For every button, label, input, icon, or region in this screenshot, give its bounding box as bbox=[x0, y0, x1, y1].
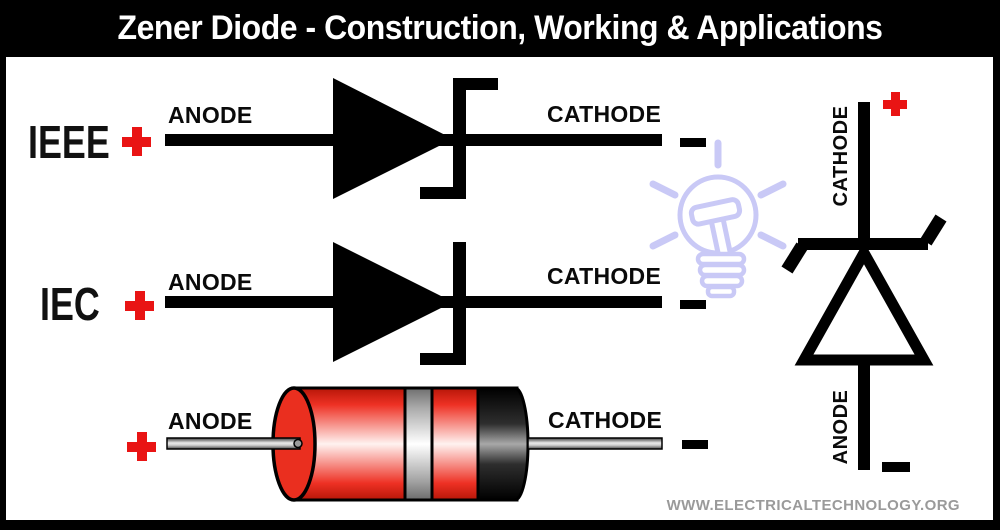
diode-cathode-band bbox=[476, 386, 530, 502]
iec-standard-label: IEC bbox=[40, 278, 100, 330]
vertical-minus-icon bbox=[882, 462, 910, 472]
diode-wire-tip bbox=[293, 438, 303, 449]
iec-triangle bbox=[333, 242, 453, 362]
page-title: Zener Diode - Construction, Working & Ap… bbox=[117, 9, 883, 47]
vertical-bar-left-wing bbox=[781, 242, 808, 274]
iec-anode-label: ANODE bbox=[168, 269, 253, 295]
bulb-base bbox=[695, 251, 747, 299]
package-plus-icon bbox=[127, 432, 156, 461]
iec-cathode-label: CATHODE bbox=[547, 263, 662, 289]
package-cathode-label: CATHODE bbox=[548, 407, 663, 433]
iec-bar-bottom-wing bbox=[420, 353, 466, 365]
vertical-bar-right-wing bbox=[920, 214, 947, 246]
vertical-plus-icon bbox=[883, 92, 907, 116]
vertical-triangle-outline bbox=[794, 241, 934, 366]
ieee-standard-label: IEEE bbox=[28, 116, 110, 168]
diode-silver-band bbox=[403, 386, 434, 502]
diode-cathode-wire bbox=[527, 437, 663, 450]
bulb-ray bbox=[757, 180, 787, 199]
diagram-graphics bbox=[165, 78, 947, 502]
vertical-anode-lead bbox=[858, 357, 870, 470]
title-bar: Zener Diode - Construction, Working & Ap… bbox=[0, 0, 1000, 57]
vertical-anode-label: ANODE bbox=[829, 389, 852, 465]
ieee-bar-top-wing bbox=[453, 78, 498, 90]
physical-diode-illustration bbox=[166, 386, 663, 502]
iec-plus-icon bbox=[125, 291, 154, 320]
vertical-zener-symbol bbox=[781, 102, 947, 470]
package-anode-label: ANODE bbox=[168, 408, 253, 434]
ieee-cathode-label: CATHODE bbox=[547, 101, 662, 127]
iec-zener-symbol bbox=[165, 242, 662, 365]
iec-cathode-bar bbox=[453, 242, 466, 355]
ieee-plus-icon bbox=[122, 127, 151, 156]
iec-minus-icon bbox=[680, 300, 706, 309]
bulb-ray bbox=[649, 231, 679, 250]
diode-anode-wire bbox=[166, 437, 301, 450]
ieee-cathode-bar bbox=[453, 78, 466, 199]
watermark-url: WWW.ELECTRICALTECHNOLOGY.ORG bbox=[666, 497, 960, 514]
ieee-anode-label: ANODE bbox=[168, 102, 253, 128]
bulb-ray bbox=[649, 180, 679, 199]
ieee-bar-bottom-wing bbox=[420, 187, 466, 199]
vertical-cathode-label: CATHODE bbox=[829, 105, 852, 207]
ieee-minus-icon bbox=[680, 138, 706, 147]
iec-cathode-lead bbox=[466, 296, 662, 308]
bulb-ray bbox=[757, 231, 787, 250]
ieee-zener-symbol bbox=[165, 78, 662, 199]
lightbulb-watermark-icon bbox=[649, 139, 787, 299]
vertical-cathode-lead bbox=[858, 102, 870, 250]
ieee-triangle bbox=[333, 78, 453, 199]
ieee-cathode-lead bbox=[466, 134, 662, 146]
diagram-canvas: IEEE IEC ANODE CATHODE ANODE CATHODE ANO… bbox=[6, 57, 993, 520]
package-minus-icon bbox=[682, 440, 708, 449]
